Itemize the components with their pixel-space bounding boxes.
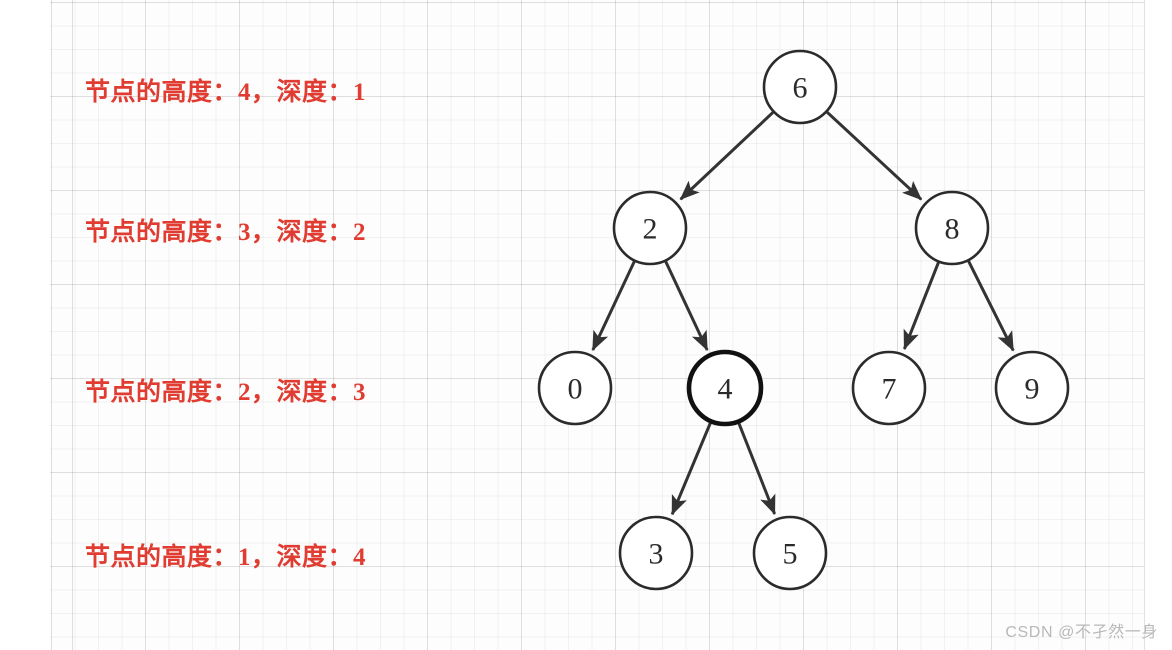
tree-edge-6-to-2 <box>679 111 775 201</box>
tree-edge-2-to-0 <box>591 260 636 352</box>
tree-edge-4-to-3 <box>670 421 713 516</box>
csdn-watermark: CSDN @不孑然一身 <box>1005 624 1158 641</box>
tree-edge-2-to-4 <box>664 260 709 352</box>
node-circle-8 <box>914 190 990 266</box>
node-circle-9 <box>994 350 1070 426</box>
node-value-7: 7 <box>882 373 897 406</box>
node-circle-7 <box>851 350 927 426</box>
node-circle-3 <box>618 515 694 591</box>
node-circle-2 <box>612 190 688 266</box>
tree-node-0[interactable]: 0 <box>537 350 613 426</box>
height-depth-label-level-4: 节点的高度：1，深度：4 <box>85 544 367 571</box>
tree-nodes: 6 2 8 0 4 7 9 3 5 <box>537 49 1070 591</box>
node-value-3: 3 <box>649 538 664 571</box>
tree-node-9[interactable]: 9 <box>994 350 1070 426</box>
node-circle-0 <box>537 350 613 426</box>
node-value-6: 6 <box>793 72 808 105</box>
grid-right-border <box>1144 0 1145 650</box>
grid-left-border <box>72 0 73 650</box>
node-circle-6 <box>762 49 838 125</box>
grid-paper-background <box>50 0 1144 650</box>
node-value-2: 2 <box>643 213 658 246</box>
tree-node-4[interactable]: 4 <box>686 349 764 427</box>
tree-edge-4-to-5 <box>737 421 777 516</box>
node-value-0: 0 <box>568 373 583 406</box>
tree-edges <box>591 111 1015 516</box>
tree-node-5[interactable]: 5 <box>752 515 828 591</box>
height-depth-label-level-3: 节点的高度：2，深度：3 <box>85 379 367 406</box>
node-circle-5 <box>752 515 828 591</box>
node-value-4: 4 <box>718 373 733 406</box>
height-depth-label-level-2: 节点的高度：3，深度：2 <box>85 219 367 246</box>
height-depth-label-level-1: 节点的高度：4，深度：1 <box>85 79 367 106</box>
tree-node-2[interactable]: 2 <box>612 190 688 266</box>
node-value-5: 5 <box>783 538 798 571</box>
node-value-8: 8 <box>945 213 960 246</box>
tree-edge-6-to-8 <box>826 111 923 201</box>
tree-node-7[interactable]: 7 <box>851 350 927 426</box>
tree-edge-8-to-9 <box>967 260 1015 352</box>
tree-edge-8-to-7 <box>902 261 940 351</box>
tree-node-8[interactable]: 8 <box>914 190 990 266</box>
node-value-9: 9 <box>1025 373 1040 406</box>
tree-node-3[interactable]: 3 <box>618 515 694 591</box>
tree-node-6[interactable]: 6 <box>762 49 838 125</box>
node-circle-4 <box>686 349 764 427</box>
